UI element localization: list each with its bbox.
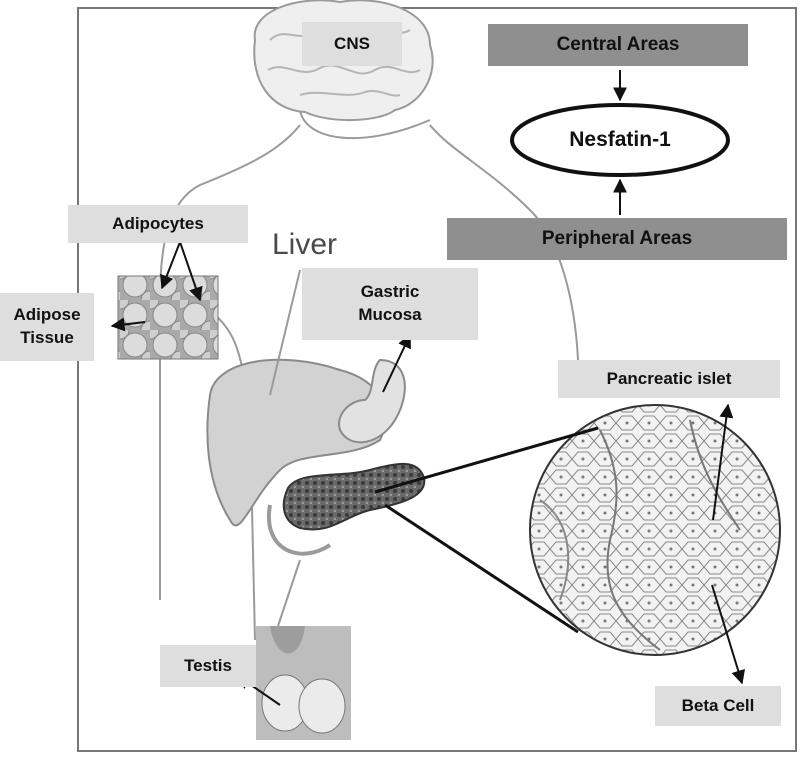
cns-label: CNS	[302, 22, 402, 66]
liver-organ	[206, 358, 387, 527]
gastric-mucosa-line-2: Mucosa	[358, 305, 422, 324]
pancreatic-islet-drawing	[529, 404, 781, 656]
testis-vessel-line	[277, 559, 301, 627]
pancreatic-islet-label: Pancreatic islet	[558, 360, 780, 398]
liver-pointer-line	[269, 269, 301, 396]
adipose-tissue-line-1: Adipose	[13, 305, 81, 325]
arrow-to-adipose-tissue	[110, 317, 146, 332]
testis-label: Testis	[160, 645, 256, 687]
peripheral-areas-label: Peripheral Areas	[447, 218, 787, 260]
arrow-to-gastric-mucosa	[382, 333, 411, 393]
arrow-adipocytes-left	[160, 241, 181, 290]
pancreas-organ	[282, 462, 426, 531]
adipocytes-image	[117, 275, 219, 360]
liver-label: Liver	[272, 228, 338, 261]
arrow-to-pancreatic-islet	[712, 403, 734, 521]
central-areas-label: Central Areas	[488, 24, 748, 66]
testis-drawing	[256, 626, 351, 740]
gastric-mucosa-line-1: Gastric	[360, 282, 420, 302]
beta-cell-label: Beta Cell	[655, 686, 781, 726]
nesfatin-label: Nesfatin-1	[569, 128, 671, 151]
adipose-tissue-line-2: Tissue	[20, 328, 74, 347]
gastric-mucosa-label: Gastric Mucosa	[302, 268, 478, 340]
adipocytes-label: Adipocytes	[68, 205, 248, 243]
duodenum-loop	[266, 504, 332, 556]
nesfatin-ellipse	[510, 103, 730, 177]
adipose-tissue-label: Adipose Tissue	[0, 293, 94, 361]
arrow-adipocytes-right	[179, 241, 203, 302]
zoom-line-bottom	[384, 503, 579, 634]
figure-frame	[77, 7, 797, 752]
zoom-line-top	[374, 426, 599, 494]
arrow-to-beta-cell	[711, 584, 746, 685]
